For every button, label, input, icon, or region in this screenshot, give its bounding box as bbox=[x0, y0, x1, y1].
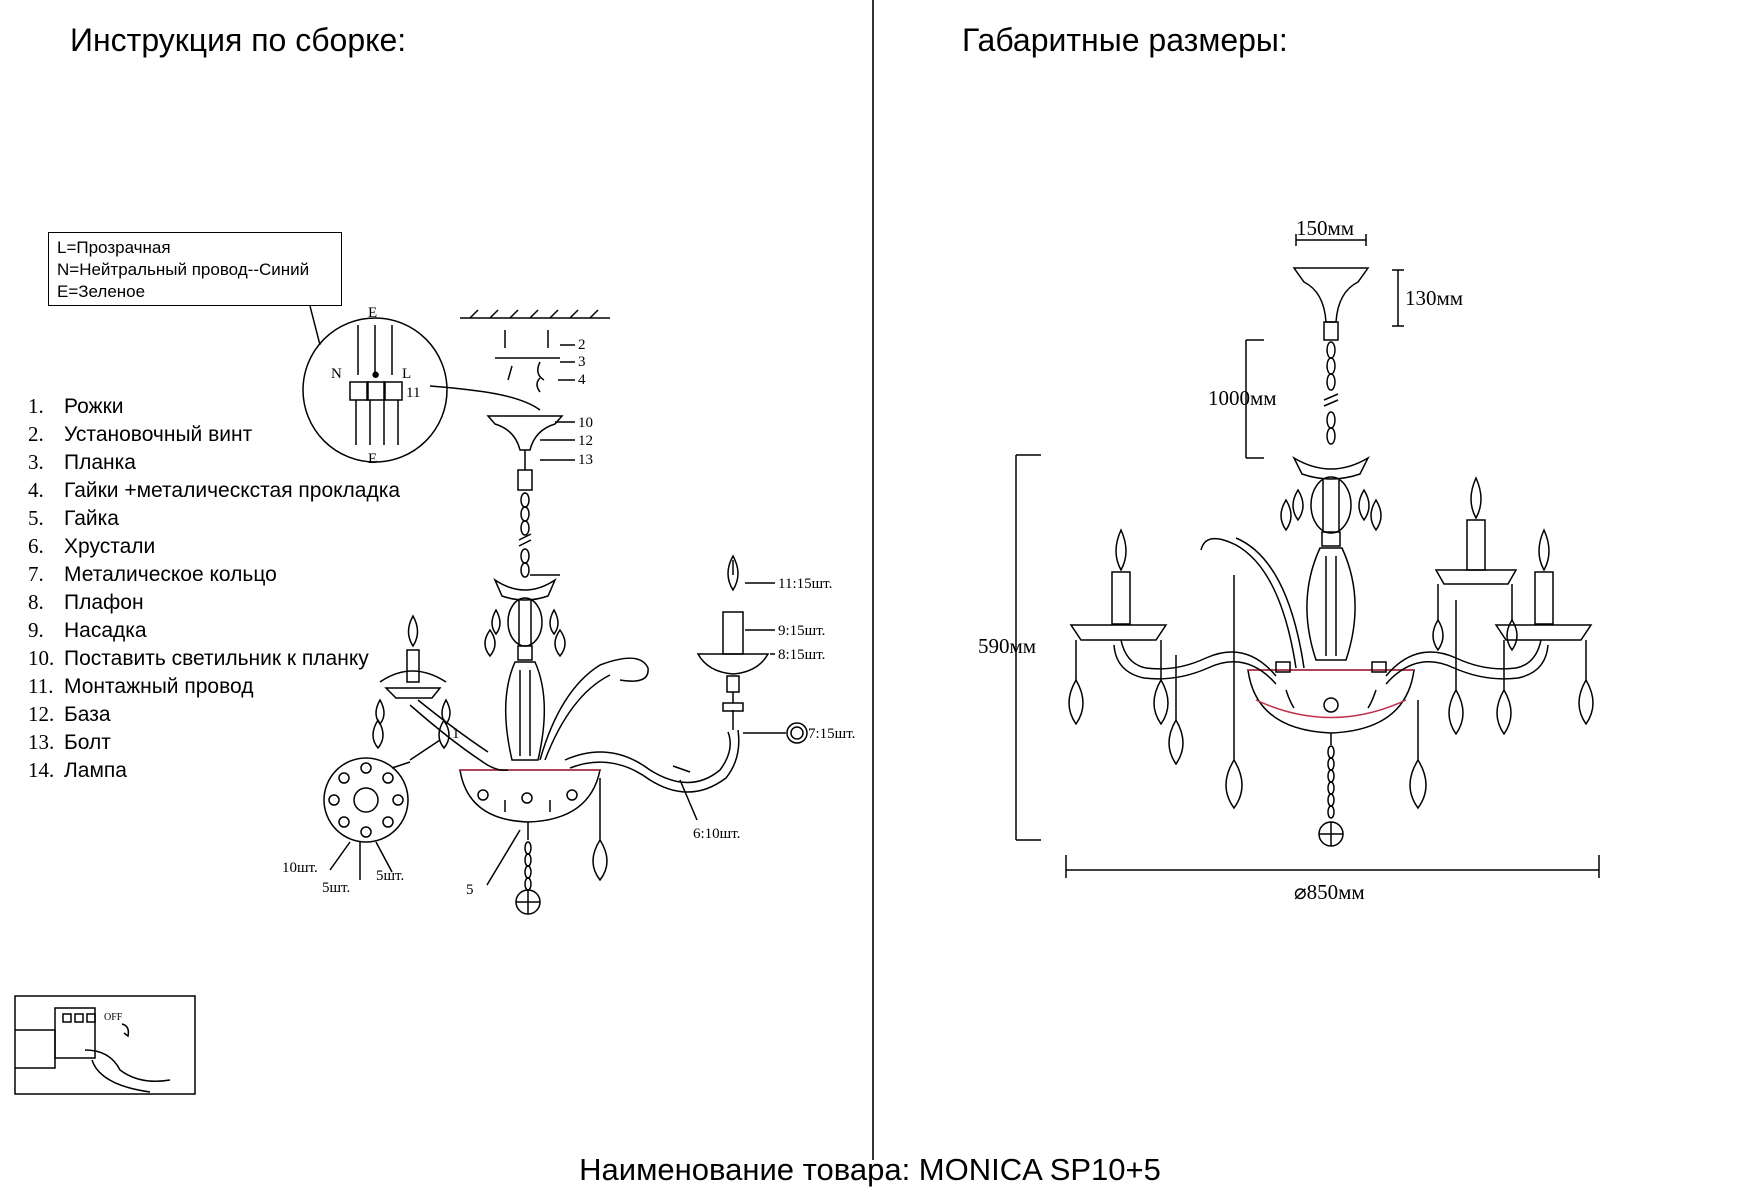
callout-10pcs: 10шт. bbox=[282, 860, 318, 876]
product-name: Наименование товара: MONICA SP10+5 bbox=[579, 1152, 1161, 1187]
dimensions-title: Габаритные размеры: bbox=[962, 22, 1288, 58]
dim-canopy-width: 150мм bbox=[1296, 216, 1355, 240]
parts-list: 1.Рожки 2.Установочный винт 3.Планка 4.Г… bbox=[28, 392, 400, 784]
terminal-detail-circle bbox=[302, 317, 448, 463]
list-item: 5.Гайка bbox=[28, 506, 119, 530]
dim-diameter: ⌀850мм bbox=[1294, 880, 1365, 904]
assembly-title: Инструкция по сборке: bbox=[70, 22, 407, 58]
dim-chain-length: 1000мм bbox=[1208, 386, 1277, 410]
callout-8: 8:15шт. bbox=[778, 647, 825, 663]
list-item: 7.Металическое кольцо bbox=[28, 562, 277, 586]
dim-height: 590мм bbox=[978, 634, 1037, 658]
n2-label: 2 bbox=[578, 337, 586, 353]
callout-11: 11:15шт. bbox=[778, 576, 832, 592]
callout-7: 7:15шт. bbox=[808, 726, 855, 742]
list-item: 4.Гайки +металическстая прокладка bbox=[28, 478, 401, 502]
off-label: OFF bbox=[104, 1012, 123, 1023]
n3-label: 3 bbox=[578, 354, 586, 370]
callout-9: 9:15шт. bbox=[778, 623, 825, 639]
page-divider bbox=[872, 0, 874, 1160]
n10-label: 10 bbox=[578, 415, 593, 431]
dim-canopy-height: 130мм bbox=[1405, 286, 1464, 310]
list-item: 10.Поставить светильник к планку bbox=[28, 646, 369, 670]
callout-1: 1 bbox=[452, 726, 460, 742]
e-bottom-label: E bbox=[368, 451, 377, 467]
callout-5: 5 bbox=[466, 882, 474, 898]
callout-6: 6:10шт. bbox=[693, 826, 740, 842]
e-top-label: E bbox=[368, 305, 377, 321]
n12-label: 12 bbox=[578, 433, 593, 449]
term-n-label: N bbox=[331, 366, 342, 382]
n4-label: 4 bbox=[578, 372, 586, 388]
legend-line: E=Зеленое bbox=[57, 282, 146, 301]
legend-line: L=Прозрачная bbox=[57, 238, 171, 257]
list-item: 12.База bbox=[28, 702, 111, 726]
legend-line: N=Нейтральный провод--Синий bbox=[57, 260, 310, 279]
assembly-drawing: N ● L E E 11 2 3 4 10 12 13 11:15шт. 9:1… bbox=[14, 305, 855, 1095]
wire-legend: L=Прозрачная N=Нейтральный провод--Синий… bbox=[48, 232, 342, 306]
term-l-label: L bbox=[402, 366, 411, 382]
list-item: 8.Плафон bbox=[28, 590, 144, 614]
list-item: 14.Лампа bbox=[28, 758, 127, 782]
list-item: 2.Установочный винт bbox=[28, 422, 253, 446]
callout-5pcs-a: 5шт. bbox=[322, 880, 350, 896]
list-item: 1.Рожки bbox=[28, 394, 124, 418]
list-item: 13.Болт bbox=[28, 730, 111, 754]
list-item: 3.Планка bbox=[28, 450, 136, 474]
term-dot: ● bbox=[371, 367, 380, 383]
callout-5pcs-b: 5шт. bbox=[376, 868, 404, 884]
list-item: 11.Монтажный провод bbox=[28, 674, 254, 698]
n13-label: 13 bbox=[578, 452, 593, 468]
dimensions-drawing bbox=[1015, 234, 1600, 878]
n11-label: 11 bbox=[406, 385, 420, 401]
list-item: 6.Хрустали bbox=[28, 534, 156, 558]
list-item: 9.Насадка bbox=[28, 618, 147, 642]
